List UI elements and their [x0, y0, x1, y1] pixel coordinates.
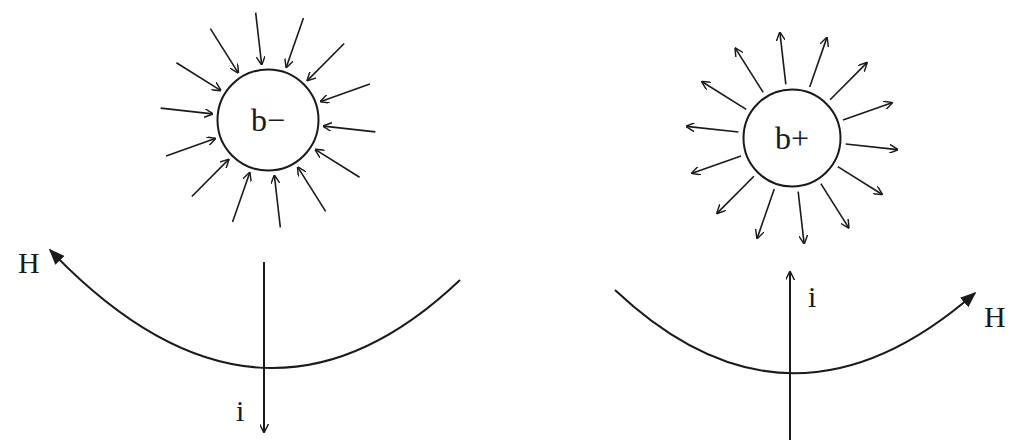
charge-label: b− [251, 102, 285, 139]
charge-label: b+ [775, 120, 809, 157]
charge-circle: b+ [742, 88, 842, 188]
current-line [263, 262, 265, 432]
charge-circle: b− [216, 68, 320, 172]
field-arrow [166, 139, 215, 156]
field-arrow [798, 192, 804, 244]
field-arrow [821, 184, 849, 228]
field-arrow [298, 167, 326, 211]
field-arrow [702, 82, 746, 110]
field-arrow [687, 126, 739, 132]
field-arrow [810, 38, 827, 87]
field-arrow [692, 156, 741, 173]
field-arrow [176, 63, 220, 91]
field-arrow [321, 84, 370, 101]
field-arrow [780, 33, 786, 85]
symbol-label: i [808, 282, 816, 312]
field-arrow [830, 63, 867, 100]
field-lines [161, 13, 898, 244]
symbol-label: H [18, 248, 40, 278]
current-line [789, 272, 791, 440]
field-arrow [256, 13, 262, 65]
field-arrow [843, 103, 892, 120]
field-arrow [161, 108, 213, 114]
field-arrow [757, 189, 774, 238]
field-arrow [838, 167, 882, 195]
field-arrow [846, 144, 898, 150]
field-arrow [274, 176, 280, 228]
symbol-label: H [984, 302, 1006, 332]
field-arrow [192, 160, 229, 197]
field-arrow [286, 18, 303, 67]
field-arrow [717, 176, 754, 213]
field-arrow [210, 29, 238, 73]
symbol-label: i [236, 396, 244, 426]
field-arrow [735, 48, 763, 92]
field-arc [50, 250, 460, 368]
field-arrow [315, 150, 359, 178]
field-arrow [233, 173, 250, 222]
field-arrow [324, 126, 376, 132]
field-arrow [308, 43, 345, 80]
field-arc [615, 290, 975, 373]
